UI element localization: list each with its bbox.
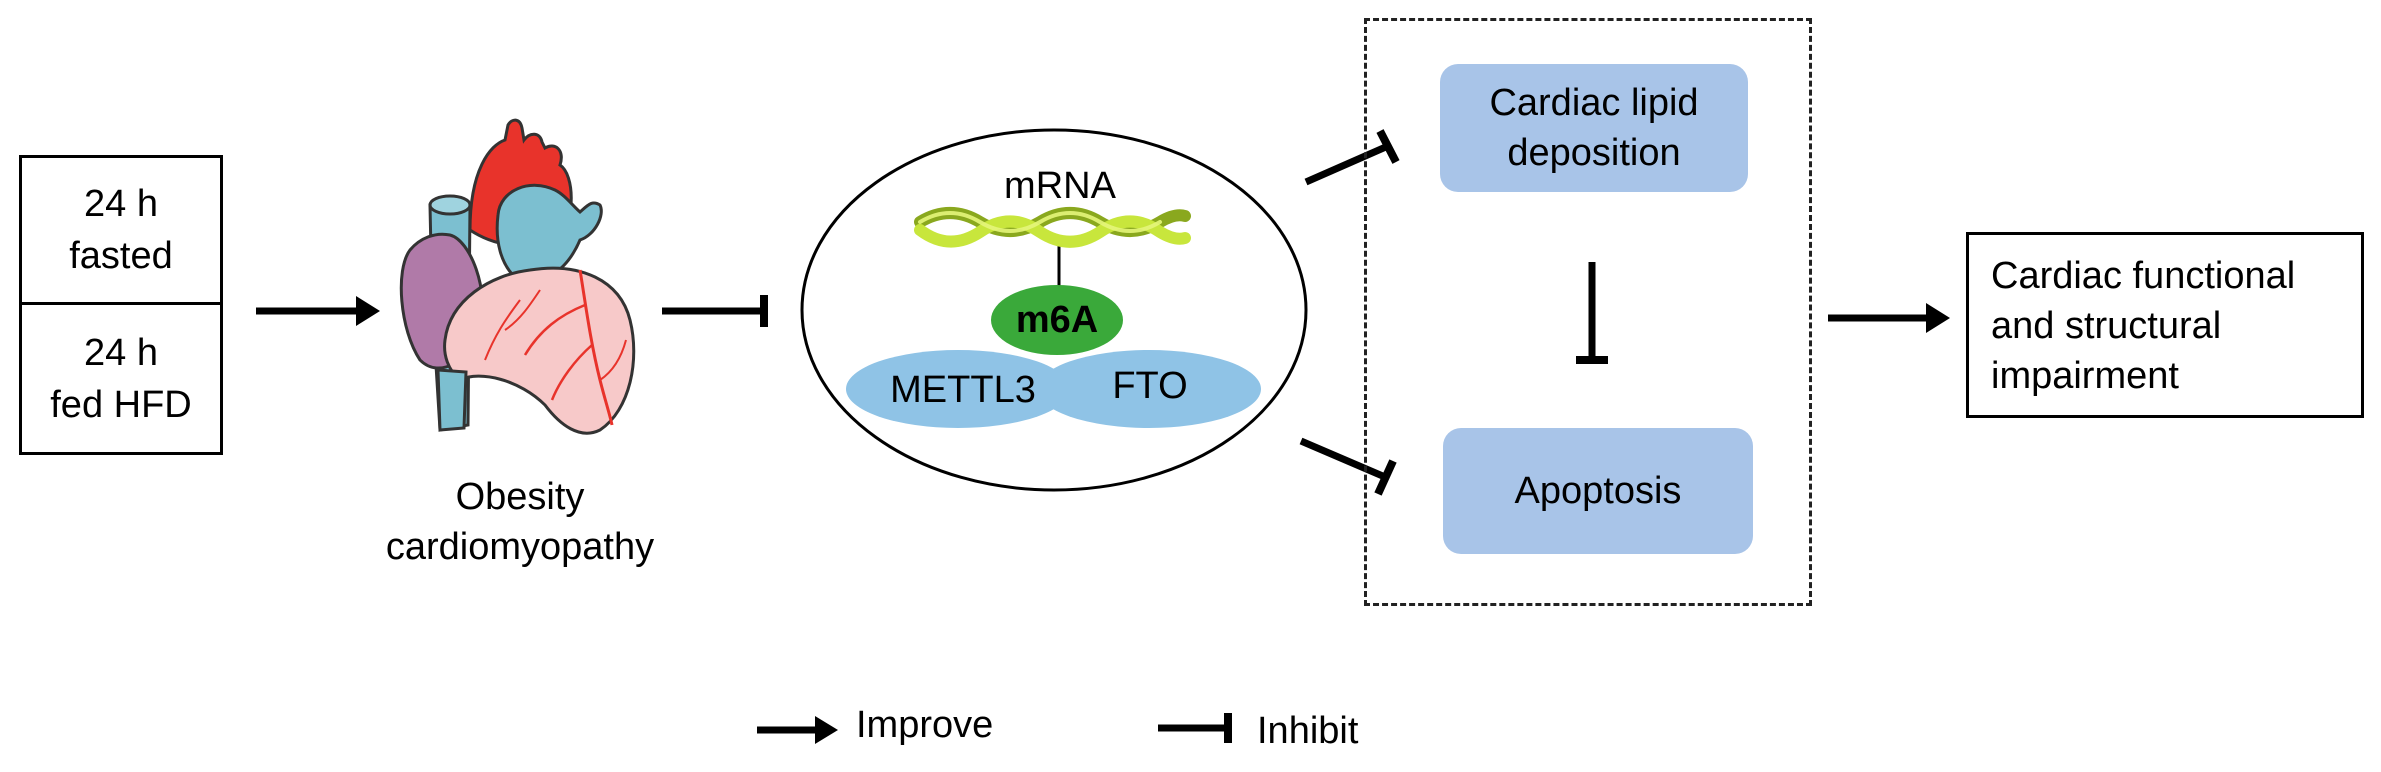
mettl3-label: METTL3 bbox=[890, 369, 1036, 411]
lipid-deposition-line2: deposition bbox=[1507, 132, 1681, 174]
inhibit-mechanism-to-lipid bbox=[1304, 129, 1400, 186]
arrow-conditions-to-heart bbox=[256, 296, 380, 326]
fto-label: FTO bbox=[1112, 365, 1188, 407]
apoptosis-box: Apoptosis bbox=[1443, 428, 1753, 554]
inhibit-lipid-to-apoptosis bbox=[1576, 262, 1608, 364]
condition-fasted-line1: 24 h bbox=[84, 183, 158, 225]
condition-fasted-line2: fasted bbox=[69, 235, 173, 277]
inhibit-heart-to-mechanism bbox=[662, 295, 768, 327]
inhibit-mechanism-to-apoptosis bbox=[1299, 437, 1397, 496]
disease-label: Obesity cardiomyopathy bbox=[340, 472, 700, 572]
condition-box: 24 h fasted 24 h fed HFD bbox=[19, 155, 223, 455]
lipid-deposition-box: Cardiac lipid deposition bbox=[1440, 64, 1748, 192]
legend-improve-arrow-icon bbox=[757, 716, 838, 744]
outcome-box: Cardiac functional and structural impair… bbox=[1966, 232, 2364, 418]
fto-protein bbox=[1037, 350, 1261, 428]
mrna-helix-icon bbox=[914, 207, 1191, 248]
condition-hfd-line2: fed HFD bbox=[50, 383, 192, 426]
arrow-frame-to-outcome bbox=[1828, 303, 1950, 333]
m6a-node bbox=[991, 285, 1123, 355]
disease-label-line2: cardiomyopathy bbox=[385, 526, 655, 568]
condition-hfd-line1: 24 h bbox=[84, 331, 158, 374]
legend-improve-label: Improve bbox=[856, 704, 994, 746]
apoptosis-label: Apoptosis bbox=[1514, 470, 1682, 512]
mettl3-protein bbox=[846, 350, 1070, 428]
legend-inhibit-icon bbox=[1158, 713, 1232, 743]
lipid-deposition-line1: Cardiac lipid bbox=[1489, 82, 1699, 124]
outcome-line1: Cardiac functional bbox=[1991, 255, 2296, 297]
m6a-label: m6A bbox=[1015, 299, 1099, 341]
outcome-line2: and structural bbox=[1991, 305, 2222, 347]
effects-frame bbox=[1364, 18, 1812, 606]
heart-icon bbox=[399, 118, 636, 435]
legend-inhibit-label: Inhibit bbox=[1257, 710, 1359, 752]
condition-fasted: 24 h fasted bbox=[22, 158, 220, 305]
condition-hfd: 24 h fed HFD bbox=[22, 305, 220, 452]
outcome-line3: impairment bbox=[1991, 355, 2179, 397]
disease-label-line1: Obesity bbox=[455, 476, 585, 518]
mrna-label: mRNA bbox=[1004, 165, 1116, 207]
